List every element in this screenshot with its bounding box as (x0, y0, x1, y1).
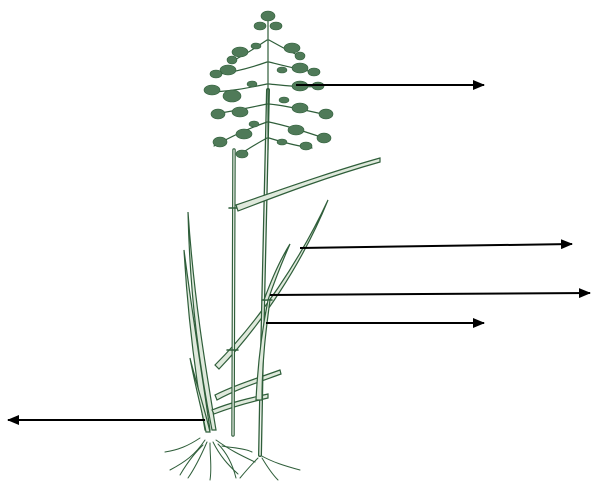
roots (165, 438, 300, 480)
stem-leaves (236, 158, 380, 400)
label-arrows (8, 85, 590, 420)
grass-plant (165, 11, 380, 480)
arrow-ligule (270, 293, 590, 295)
arrow-leaf-blade (300, 244, 572, 248)
